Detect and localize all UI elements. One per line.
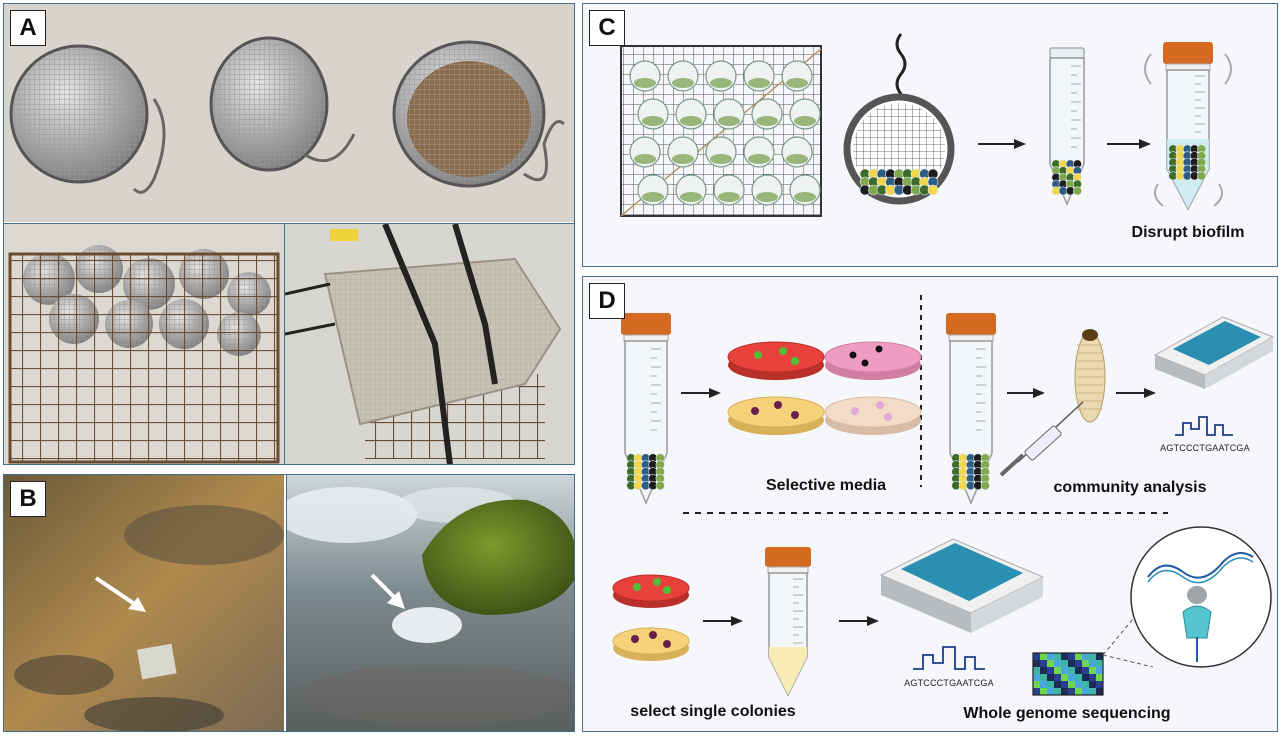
selective-media-caption: Selective media <box>765 477 887 494</box>
strap-left <box>382 224 453 464</box>
tube-top-left <box>621 313 671 505</box>
tea-ball-3 <box>392 40 566 188</box>
photo-stream-shallow <box>4 475 284 731</box>
tube-top-middle <box>946 313 996 505</box>
dish-red-small <box>612 574 690 608</box>
panel-d: D <box>582 276 1278 732</box>
arrow-to-sequencer-top <box>1116 388 1156 398</box>
tube-1 <box>1049 47 1085 206</box>
panel-d-diagram <box>612 295 1275 697</box>
arrow-to-tube-bottom <box>703 616 743 626</box>
white-arrow <box>370 573 405 609</box>
photo-mesh-tea-balls <box>4 4 574 222</box>
tea-ball-1 <box>9 44 166 194</box>
mesh-balls-illustration <box>4 4 574 222</box>
panel-d-label: D <box>589 283 625 319</box>
panel-a-label: A <box>10 10 46 46</box>
sequencer-bottom <box>879 538 1045 633</box>
wire-cage <box>10 254 278 462</box>
panel-b-label: B <box>10 481 46 517</box>
community-analysis-caption: community analysis <box>1053 479 1207 496</box>
covered-cage-illustration <box>285 224 574 464</box>
stream-rock-illustration <box>287 475 574 731</box>
arrow-to-media <box>681 388 721 398</box>
tube-bottom <box>765 547 811 697</box>
mossy-rock <box>422 499 574 615</box>
dish-yellow-small <box>612 627 690 661</box>
syringe <box>999 401 1084 477</box>
panel-c-label: C <box>589 10 625 46</box>
biofilm-beads <box>859 168 939 196</box>
panel-a: A <box>3 3 575 465</box>
panel-b: B <box>3 474 575 732</box>
sequence-text-bottom: AGTCCCTGAATCGA <box>904 678 994 688</box>
submerged-sampler <box>392 607 462 643</box>
cage-illustration <box>4 224 284 464</box>
sequence-trace-bottom <box>913 646 985 670</box>
dish-cream <box>824 396 922 435</box>
panel-c-diagram <box>620 33 1232 217</box>
photo-stream-rock <box>286 475 574 731</box>
strap-right <box>452 224 498 385</box>
tube-2-vortex <box>1144 42 1232 211</box>
submerged-sampler <box>136 643 177 680</box>
tea-ball-2 <box>209 36 356 172</box>
white-arrow <box>94 576 146 612</box>
photo-covered-cage <box>285 223 574 464</box>
stream-shallow-illustration <box>4 475 284 731</box>
arrow-to-larva <box>1007 388 1045 398</box>
select-single-colonies-caption: select single colonies <box>630 703 796 720</box>
dish-pink <box>824 341 922 380</box>
photo-cage-with-tea-balls <box>4 223 285 464</box>
cage-with-samplers <box>620 45 822 217</box>
dish-yellow <box>727 396 825 435</box>
arrow-to-sequencer-bottom <box>839 616 879 626</box>
sequence-trace-top <box>1175 416 1233 436</box>
arrow-2 <box>1107 139 1151 149</box>
disrupt-biofilm-caption: Disrupt biofilm <box>1131 224 1245 241</box>
arrow-1 <box>978 139 1026 149</box>
magnified-sampler <box>843 33 955 205</box>
panel-c: C <box>582 3 1278 267</box>
sequencer-top <box>1153 316 1275 389</box>
dish-red <box>727 341 825 380</box>
sequence-text-top: AGTCCCTGAATCGA <box>1160 443 1250 453</box>
genome-heatmap <box>1032 652 1104 696</box>
wax-moth-larva <box>1074 329 1106 423</box>
whole-genome-sequencing-caption: Whole genome sequencing <box>963 705 1171 722</box>
ribosome-magnifier <box>1130 526 1272 668</box>
